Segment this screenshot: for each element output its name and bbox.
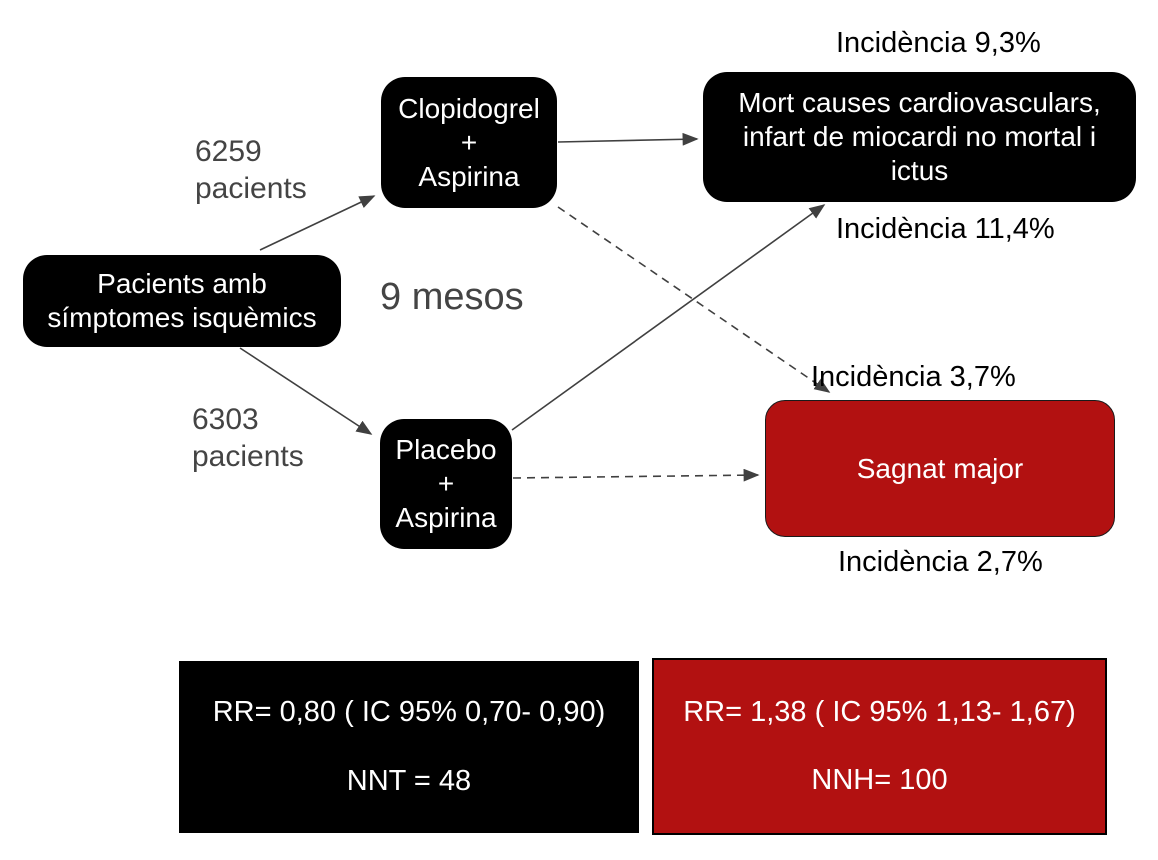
node-clopidogrel-aspirina: Clopidogrel + Aspirina <box>381 77 557 208</box>
node-pacients-simptomes-isquemics: Pacients amb símptomes isquèmics <box>23 255 341 347</box>
label-incidencia-9-3: Incidència 9,3% <box>836 27 1041 59</box>
label-incidencia-11-4: Incidència 11,4% <box>836 213 1055 245</box>
label-incidencia-3-7: Incidència 3,7% <box>811 361 1016 393</box>
node-sagnat-major: Sagnat major <box>765 400 1115 537</box>
arrow-clopidogrel-to-mort <box>557 132 699 146</box>
node-placebo-aspirina: Placebo + Aspirina <box>380 419 512 549</box>
node-mort-causes-cardiovasculars: Mort causes cardiovasculars, infart de m… <box>703 72 1136 202</box>
harm-nnh-text: NNH= 100 <box>811 764 948 797</box>
arrow-placebo-to-sagnat-dashed <box>512 468 760 482</box>
efficacy-nnt-text: NNT = 48 <box>346 764 472 797</box>
label-6259-pacients: 6259 pacients <box>195 135 307 205</box>
label-incidencia-2-7: Incidència 2,7% <box>838 546 1043 578</box>
arrow-clopidogrel-to-sagnat-dashed <box>557 206 831 393</box>
harm-rr-text: RR= 1,38 ( IC 95% 1,13- 1,67) <box>683 695 1076 728</box>
results-box-efficacy: RR= 0,80 ( IC 95% 0,70- 0,90) NNT = 48 <box>179 661 639 833</box>
label-6303-pacients: 6303 pacients <box>192 403 304 473</box>
arrow-placebo-to-mort <box>511 204 826 431</box>
efficacy-rr-text: RR= 0,80 ( IC 95% 0,70- 0,90) <box>212 696 606 729</box>
label-duration-9-mesos: 9 mesos <box>380 276 524 318</box>
results-box-harm: RR= 1,38 ( IC 95% 1,13- 1,67) NNH= 100 <box>652 658 1107 835</box>
